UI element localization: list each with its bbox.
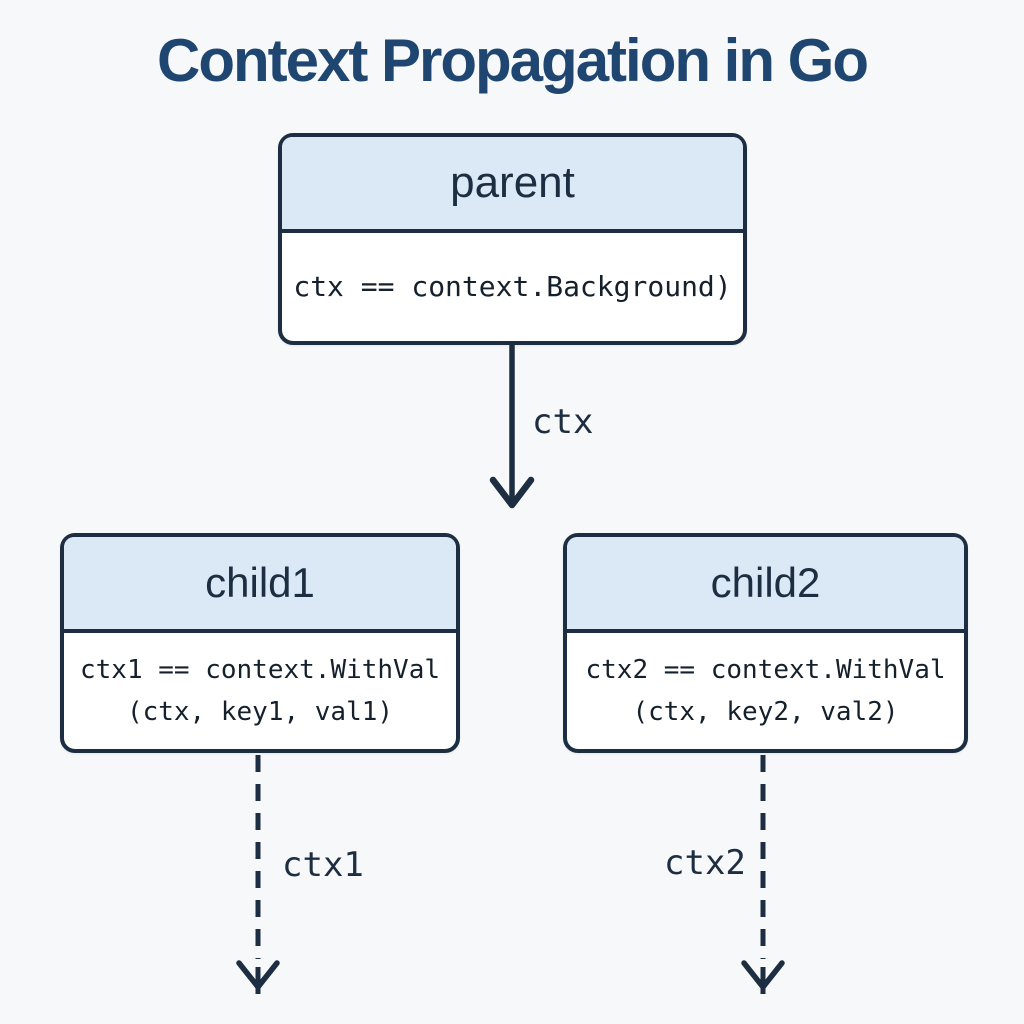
node-child1: child1 ctx1 == context.WithVal (ctx, key… <box>60 533 460 753</box>
node-child1-code-line2: (ctx, key1, val1) <box>126 697 394 727</box>
edge-label-ctx: ctx <box>532 402 594 442</box>
node-child2-body: ctx2 == context.WithVal (ctx, key2, val2… <box>567 633 964 749</box>
node-parent-label: parent <box>450 158 575 207</box>
node-child1-header: child1 <box>64 537 456 633</box>
node-child2-label: child2 <box>710 559 821 606</box>
node-child1-label: child1 <box>205 559 315 606</box>
node-child1-body: ctx1 == context.WithVal (ctx, key1, val1… <box>64 633 456 749</box>
node-child2-code-line1: ctx2 == context.WithVal <box>585 655 946 685</box>
arrowhead-down-icon <box>236 960 280 990</box>
node-parent: parent ctx == context.Background) <box>278 133 747 345</box>
node-parent-header: parent <box>282 137 743 233</box>
edge-child1-dashed-arrow <box>236 755 280 994</box>
node-parent-code-line: ctx == context.Background) <box>293 270 732 303</box>
arrowhead-down-icon <box>741 960 785 990</box>
edge-label-ctx2: ctx2 <box>664 843 746 883</box>
edge-child2-dashed-arrow <box>741 755 785 994</box>
node-child1-code-line1: ctx1 == context.WithVal <box>79 655 441 685</box>
diagram-title: Context Propagation in Go <box>157 27 869 94</box>
node-child2: child2 ctx2 == context.WithVal (ctx, key… <box>563 533 968 753</box>
arrowhead-down-icon <box>489 476 535 509</box>
edge-parent-solid-arrow <box>489 345 535 509</box>
edge-label-ctx1: ctx1 <box>282 845 364 885</box>
node-parent-body: ctx == context.Background) <box>282 233 743 341</box>
node-child2-code-line2: (ctx, key2, val2) <box>632 697 899 727</box>
node-child2-header: child2 <box>567 537 964 633</box>
